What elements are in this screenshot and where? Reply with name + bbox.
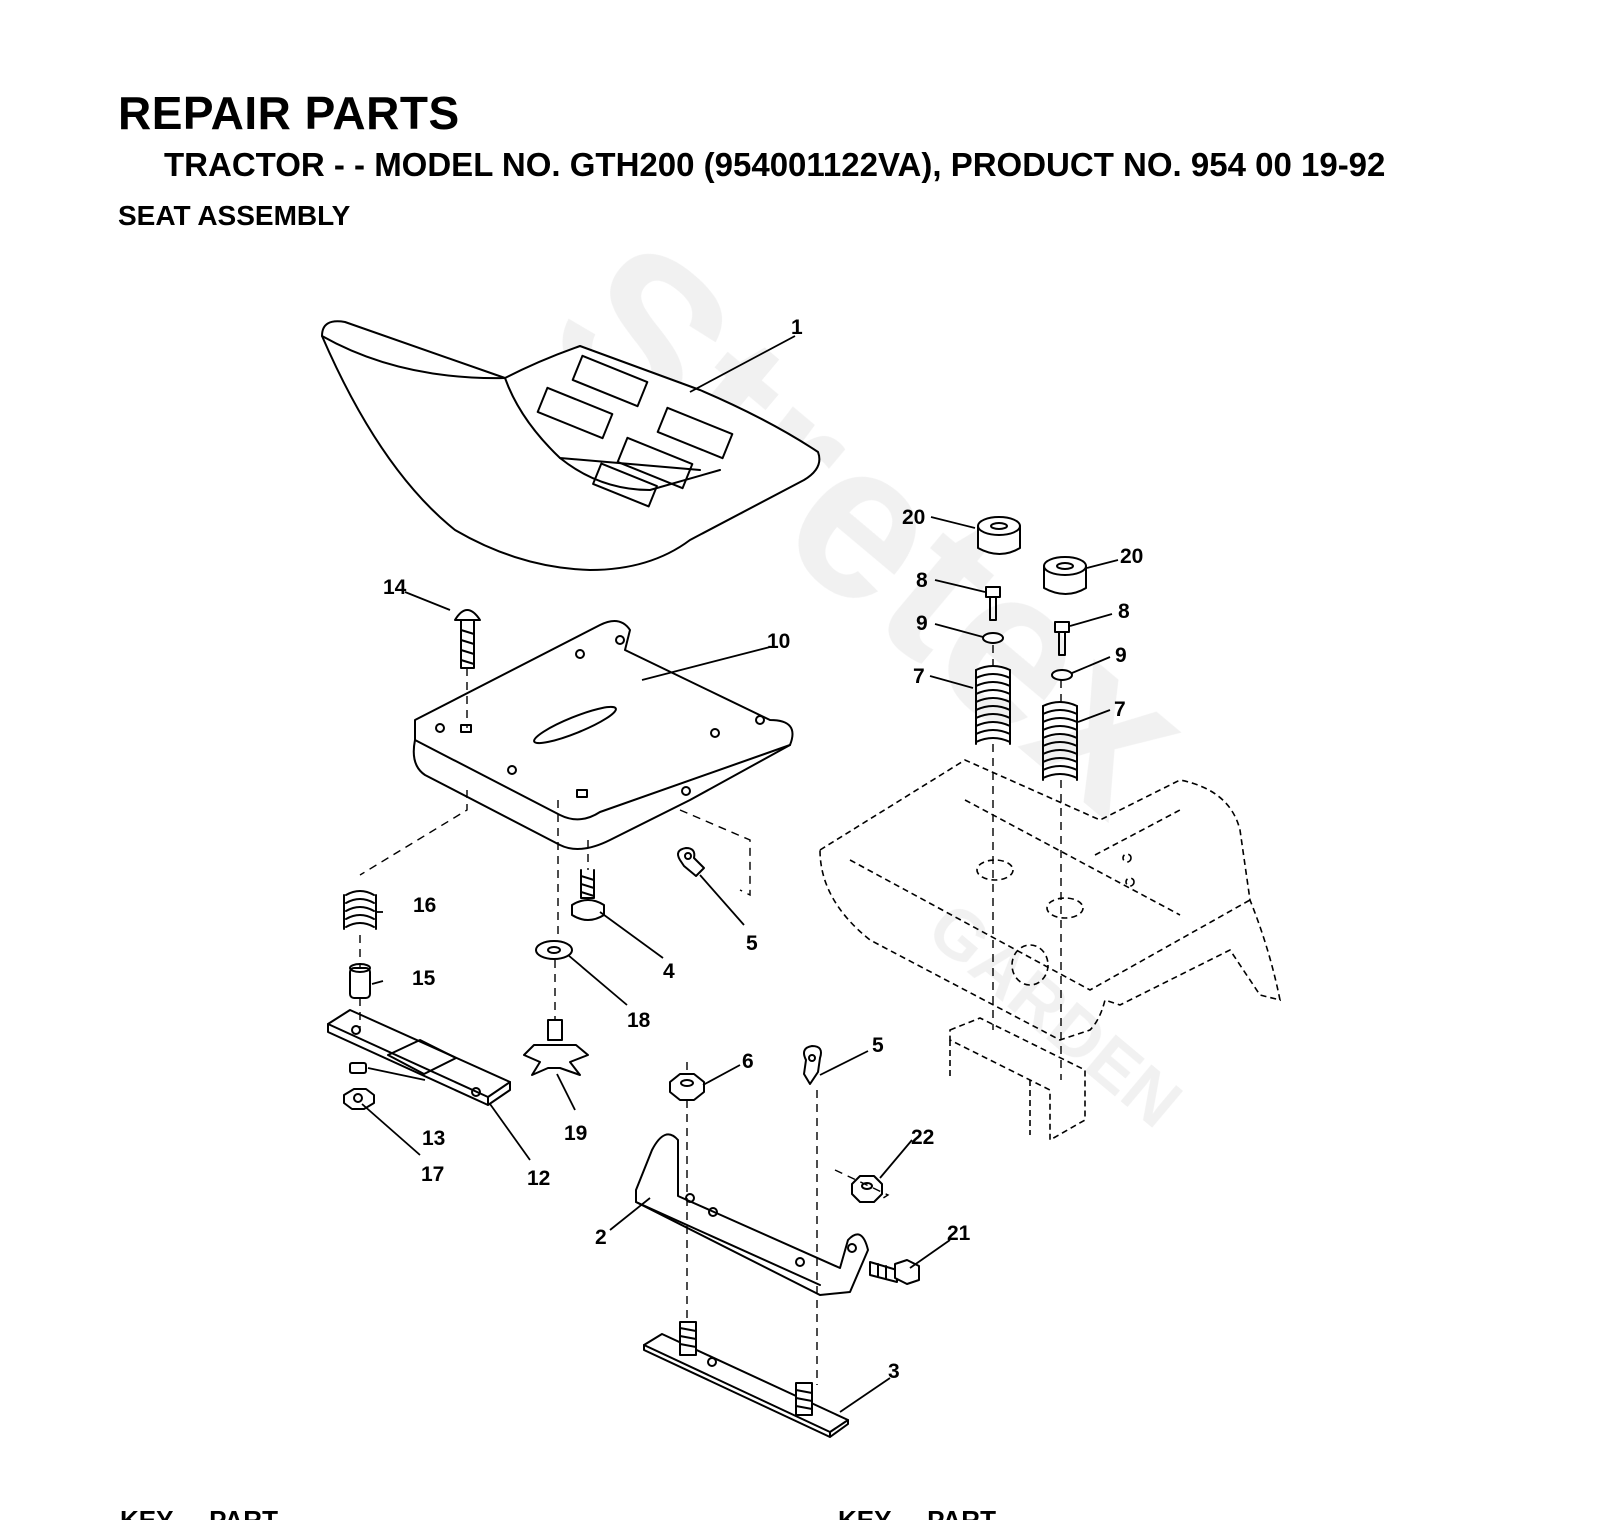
adjust-knob-part: [523, 1019, 589, 1076]
slide-bracket-part: [327, 1009, 511, 1106]
callout-4: 4: [663, 960, 675, 983]
callout-12: 12: [527, 1167, 550, 1190]
page-title: REPAIR PARTS: [118, 87, 460, 139]
callout-14: 14: [383, 576, 407, 599]
pivot-bracket-part: [635, 1133, 869, 1296]
small-spring-part: [343, 890, 377, 930]
callout-13: 13: [422, 1127, 445, 1150]
callout-2: 2: [595, 1226, 607, 1249]
callout-8-left: 8: [916, 569, 928, 592]
parts-table-header-left: KEY PART: [120, 1505, 278, 1520]
callout-10: 10: [767, 630, 790, 653]
callout-labels: 1 10 14 16 15 13 17 12 4 18 19 5 5 6 2 3…: [383, 316, 1143, 1383]
callout-17: 17: [421, 1163, 444, 1186]
hex-bolt-part: [869, 1259, 920, 1285]
callout-22: 22: [911, 1126, 934, 1149]
callout-20-right: 20: [1120, 545, 1143, 568]
model-subtitle: TRACTOR - - MODEL NO. GTH200 (954001122V…: [164, 146, 1386, 183]
spring-right-part: [1042, 701, 1078, 781]
callout-9-left: 9: [916, 612, 928, 635]
parts-table-header-right: KEY PART: [838, 1505, 996, 1520]
fender-reference-outline: [819, 759, 1282, 1142]
alignment-lines: [359, 645, 1062, 1385]
callout-3: 3: [888, 1360, 900, 1383]
callout-5-lower: 5: [872, 1034, 884, 1057]
callout-9-right: 9: [1115, 644, 1127, 667]
shoulder-bolt-part: [571, 869, 605, 921]
lock-washer-right-part: [1051, 669, 1073, 681]
nut-17-part: [343, 1088, 375, 1110]
bushing-right-part: [1043, 556, 1087, 595]
bushing-left-part: [977, 516, 1021, 555]
clip-upper-part: [677, 847, 705, 877]
callout-8-right: 8: [1118, 600, 1130, 623]
callout-20-left: 20: [902, 506, 925, 529]
screw-right-part: [1054, 621, 1070, 656]
carriage-bolt-part: [454, 609, 481, 669]
callout-21: 21: [947, 1222, 971, 1245]
clip-lower-part: [803, 1045, 822, 1085]
leader-lines: [361, 335, 1119, 1413]
callout-15: 15: [412, 967, 436, 990]
callout-7-right: 7: [1114, 698, 1126, 721]
washer-part: [535, 940, 573, 960]
section-title: SEAT ASSEMBLY: [118, 200, 351, 231]
nut-13-part: [349, 1062, 367, 1074]
seat-pan-part: [412, 620, 794, 850]
callout-19: 19: [564, 1122, 587, 1145]
callout-6: 6: [742, 1050, 754, 1073]
base-plate-part: [643, 1321, 849, 1438]
callout-18: 18: [627, 1009, 651, 1032]
seat-part: [321, 320, 821, 571]
callout-5-upper: 5: [746, 932, 758, 955]
spacer-part: [349, 963, 371, 999]
lock-nut-part: [851, 1175, 883, 1203]
callout-1: 1: [791, 316, 803, 339]
hex-nut-part: [669, 1073, 705, 1101]
callout-16: 16: [413, 894, 436, 917]
callout-7-left: 7: [913, 665, 925, 688]
svg-text:GARDEN: GARDEN: [914, 887, 1197, 1142]
lock-washer-left-part: [982, 632, 1004, 644]
screw-left-part: [985, 586, 1001, 621]
